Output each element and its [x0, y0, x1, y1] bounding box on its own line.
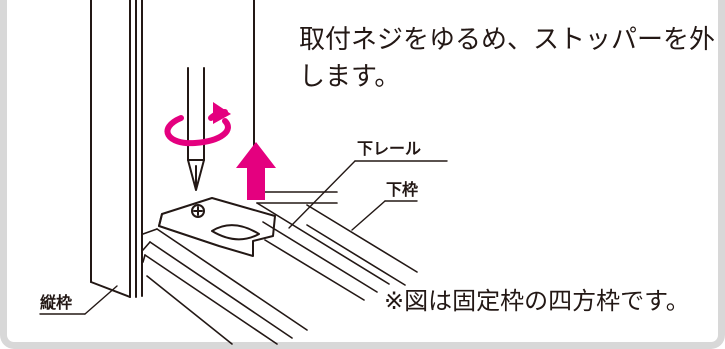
vertical-frame-label: 縦枠 — [40, 293, 73, 312]
stopper — [158, 197, 276, 257]
figure-note: ※図は固定枠の四方枠です。 — [384, 287, 690, 315]
leader-lines — [39, 160, 448, 315]
stopper-removal-illustration — [39, 0, 448, 345]
lower-rail-lines — [142, 191, 418, 345]
lower-rail-label: 下レール — [357, 139, 422, 158]
instruction-text: 取付ネジをゆるめ、ストッパーを外します。 — [299, 25, 716, 92]
screwdriver — [187, 67, 205, 191]
up-arrow-icon — [236, 142, 276, 200]
vertical-frame — [90, 0, 255, 298]
lower-frame-label: 下枠 — [386, 180, 419, 199]
